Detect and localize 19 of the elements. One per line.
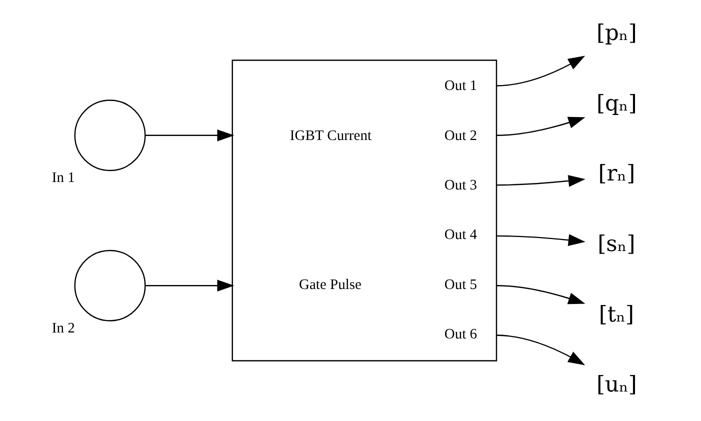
arrow	[496, 175, 586, 187]
node-text: [qₙ]	[596, 91, 637, 116]
arrow	[145, 280, 234, 292]
node-text: [pₙ]	[596, 21, 637, 46]
arrow	[496, 56, 586, 86]
arrow	[145, 129, 234, 142]
node-text: [sₙ]	[598, 232, 636, 257]
arrow	[496, 285, 586, 304]
arrow	[496, 116, 586, 136]
node-text: [tₙ]	[598, 302, 634, 328]
node-circle	[74, 100, 146, 172]
node-circle	[74, 250, 146, 322]
node-text: [uₙ]	[596, 372, 637, 398]
node-label: In 2	[52, 320, 75, 336]
arrow	[496, 234, 586, 246]
node-label: In 1	[52, 170, 75, 186]
node-box: IGBT Current Out 1 Out 2 Out 3 Gate Pulse Out 4 Out 5 Out 6	[232, 60, 498, 362]
node-text: [rₙ]	[598, 162, 636, 187]
arrow	[496, 334, 586, 366]
